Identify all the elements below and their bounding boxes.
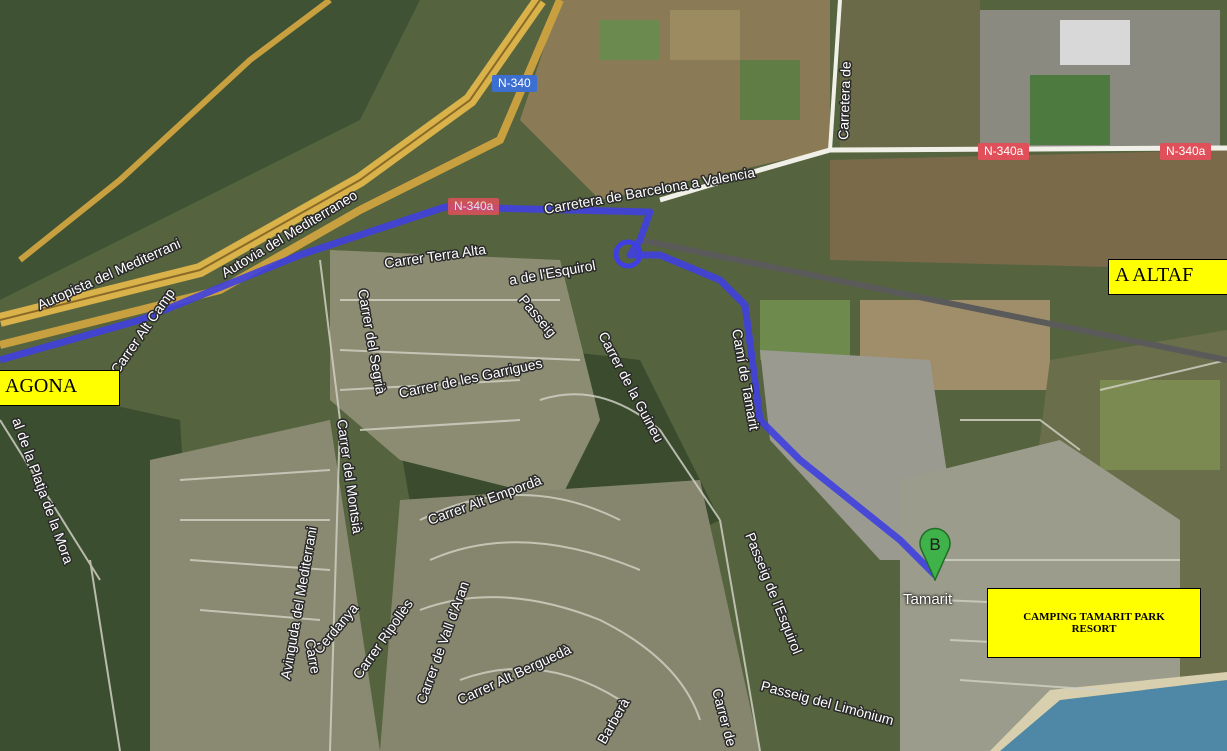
shield-n340a-right-2: N-340a: [1160, 143, 1212, 160]
shield-n340a-route: N-340a: [448, 198, 500, 215]
marker-letter: B: [929, 535, 940, 554]
shield-n340a-right-1: N-340a: [978, 143, 1030, 160]
callout-left: AGONA: [0, 370, 120, 406]
town-label-tamarit: Tamarit: [903, 591, 953, 608]
callout-camping: CAMPING TAMARIT PARK RESORT: [987, 588, 1201, 658]
map-pin-icon: B: [919, 527, 951, 582]
destination-marker-b[interactable]: B: [918, 525, 952, 586]
shield-n340: N-340: [492, 75, 537, 92]
label-carretera-de: Carretera de: [835, 61, 854, 140]
callout-right: A ALTAF: [1108, 259, 1227, 295]
